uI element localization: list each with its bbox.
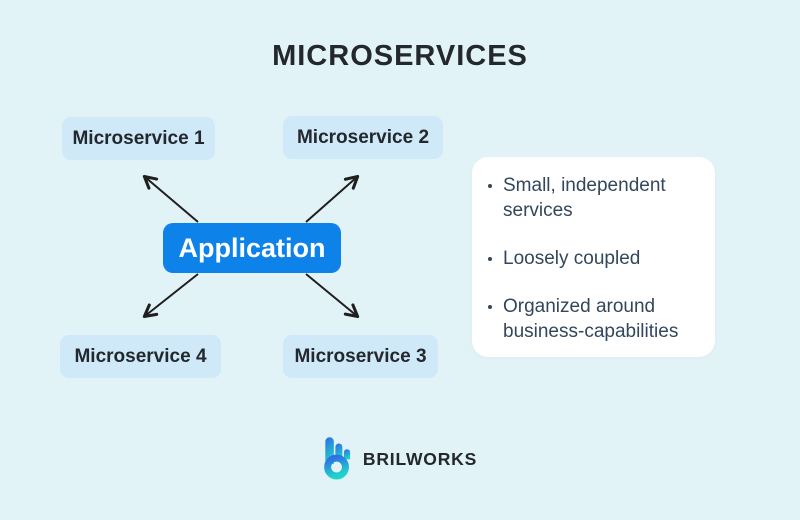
microservice-4-box: Microservice 4 [60,335,221,378]
bullet-dot [488,184,492,188]
arrow-application-to-microservice-1 [142,174,199,223]
features-card: Small, independent services Loosely coup… [472,157,715,357]
bullet-dot [488,305,492,309]
bullet-text: Small, independent services [503,175,666,221]
bullet-item: Loosely coupled [486,246,701,271]
microservice-3-label: Microservice 3 [294,345,427,367]
application-box: Application [163,223,341,273]
microservice-1-label: Microservice 1 [72,127,205,149]
arrow-application-to-microservice-4 [142,273,199,319]
bullet-text: Organized around business-capabilities [503,296,679,342]
microservice-2-label: Microservice 2 [296,126,430,148]
page-title: MICROSERVICES [272,40,528,72]
bullet-dot [488,257,492,261]
microservice-2-box: Microservice 2 [283,116,443,159]
microservice-4-label: Microservice 4 [74,345,207,367]
brand-name: BRILWORKS [362,448,478,469]
bullet-text: Loosely coupled [503,248,641,269]
arrow-application-to-microservice-2 [305,174,360,223]
brilworks-b-logo-icon [324,437,351,480]
bullet-item: Small, independent services [486,173,701,223]
microservice-3-box: Microservice 3 [283,335,438,378]
brand-footer: BRILWORKS [0,433,800,481]
microservice-1-box: Microservice 1 [62,117,215,160]
bullet-item: Organized around business-capabilities [486,294,701,344]
arrow-application-to-microservice-3 [305,273,360,319]
application-label: Application [178,232,326,263]
